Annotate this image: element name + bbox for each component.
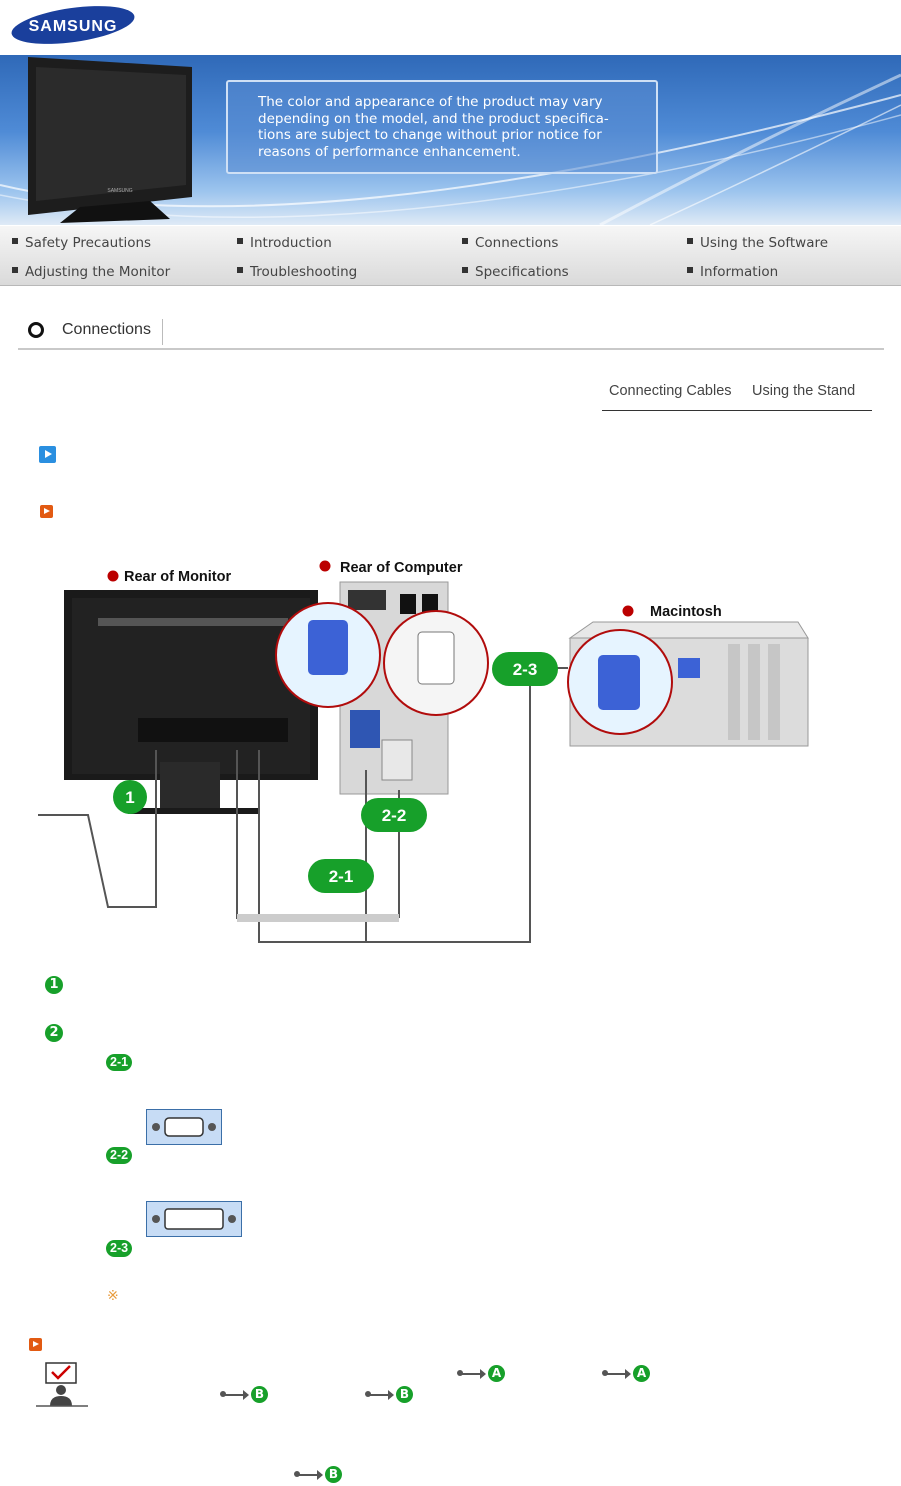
- monitor-rear-illustration: [64, 590, 318, 814]
- notice-line: The color and appearance of the product …: [258, 94, 603, 110]
- svg-text:1: 1: [125, 788, 134, 807]
- checklist-person-icon: [36, 1362, 88, 1407]
- step-2-1-marker: 2-1: [106, 1054, 133, 1071]
- usb-b-icon: B: [365, 1386, 413, 1404]
- nav-specifications[interactable]: Specifications: [462, 264, 569, 280]
- step-2-marker: 2: [45, 1024, 63, 1042]
- svg-text:2-3: 2-3: [513, 660, 538, 679]
- bullet-square-icon: [237, 238, 243, 244]
- label-rear-of-computer: Rear of Computer: [340, 560, 463, 576]
- usb-a-icon: A: [457, 1365, 505, 1383]
- step-2-3-marker: 2-3: [106, 1240, 133, 1257]
- nav-safety-precautions[interactable]: Safety Precautions: [12, 235, 151, 251]
- monitor-product-image: SAMSUNG: [28, 57, 192, 223]
- label-macintosh: Macintosh: [650, 604, 722, 620]
- mac-vga-connector-icon: [598, 655, 640, 710]
- page-title: Connections: [62, 321, 151, 338]
- notice-line: reasons of performance enhancement.: [258, 143, 521, 160]
- vga-port-icon: [146, 1109, 222, 1145]
- notice-line: tions are subject to change without prio…: [258, 127, 602, 143]
- nav-information[interactable]: Information: [687, 264, 778, 280]
- bullet-square-icon: [687, 267, 693, 273]
- nav-introduction[interactable]: Introduction: [237, 235, 332, 251]
- note-mark: ※: [107, 1287, 119, 1303]
- callout-1: 1: [113, 780, 147, 814]
- bullet-square-icon: [237, 267, 243, 273]
- monitor-brand: SAMSUNG: [107, 188, 132, 194]
- nav-adjusting-the-monitor[interactable]: Adjusting the Monitor: [12, 264, 170, 280]
- svg-text:2-2: 2-2: [382, 806, 407, 825]
- usb-a-icon: A: [602, 1365, 650, 1383]
- orange-arrow-icon: [40, 505, 53, 518]
- tab-connecting-cables[interactable]: Connecting Cables: [609, 383, 732, 399]
- bullet-square-icon: [12, 238, 18, 244]
- red-dot-icon: [319, 560, 331, 572]
- brand-text: SAMSUNG: [29, 18, 118, 35]
- orange-arrow-icon: [29, 1338, 42, 1351]
- step-2-2-marker: 2-2: [106, 1147, 133, 1164]
- tab-using-the-stand[interactable]: Using the Stand: [752, 383, 856, 399]
- subtabs: Connecting Cables Using the Stand: [602, 378, 872, 411]
- blue-arrow-icon: [39, 446, 56, 463]
- step-1-marker: 1: [45, 976, 63, 994]
- vga-connector-icon: [308, 620, 348, 675]
- title-divider: [162, 319, 163, 345]
- bullet-square-icon: [687, 238, 693, 244]
- nav-using-the-software[interactable]: Using the Software: [687, 235, 828, 251]
- samsung-logo[interactable]: SAMSUNG: [8, 4, 138, 46]
- connection-diagram: Rear of Monitor Rear of Computer Macinto…: [38, 560, 809, 943]
- bullet-square-icon: [462, 267, 468, 273]
- callout-2-3: 2-3: [492, 652, 558, 686]
- bullet-square-icon: [462, 238, 468, 244]
- nav-connections[interactable]: Connections: [462, 235, 558, 251]
- red-dot-icon: [107, 570, 119, 582]
- svg-text:2-1: 2-1: [329, 867, 354, 886]
- red-dot-icon: [622, 605, 634, 617]
- bullet-square-icon: [12, 267, 18, 273]
- main-nav: Safety Precautions Introduction Connecti…: [0, 226, 901, 286]
- usb-b-icon: B: [220, 1386, 268, 1404]
- nav-troubleshooting[interactable]: Troubleshooting: [237, 264, 357, 280]
- callout-2-2: 2-2: [361, 798, 427, 832]
- label-rear-of-monitor: Rear of Monitor: [124, 569, 231, 585]
- usb-b-icon: B: [294, 1466, 342, 1484]
- page-header: Connections: [18, 312, 884, 350]
- circle-icon: [28, 322, 44, 338]
- callout-2-1: 2-1: [308, 859, 374, 893]
- product-notice: The color and appearance of the product …: [226, 80, 658, 174]
- dvi-connector-icon: [417, 631, 455, 685]
- notice-line: depending on the model, and the product …: [258, 110, 609, 127]
- dvi-port-icon: [146, 1201, 242, 1237]
